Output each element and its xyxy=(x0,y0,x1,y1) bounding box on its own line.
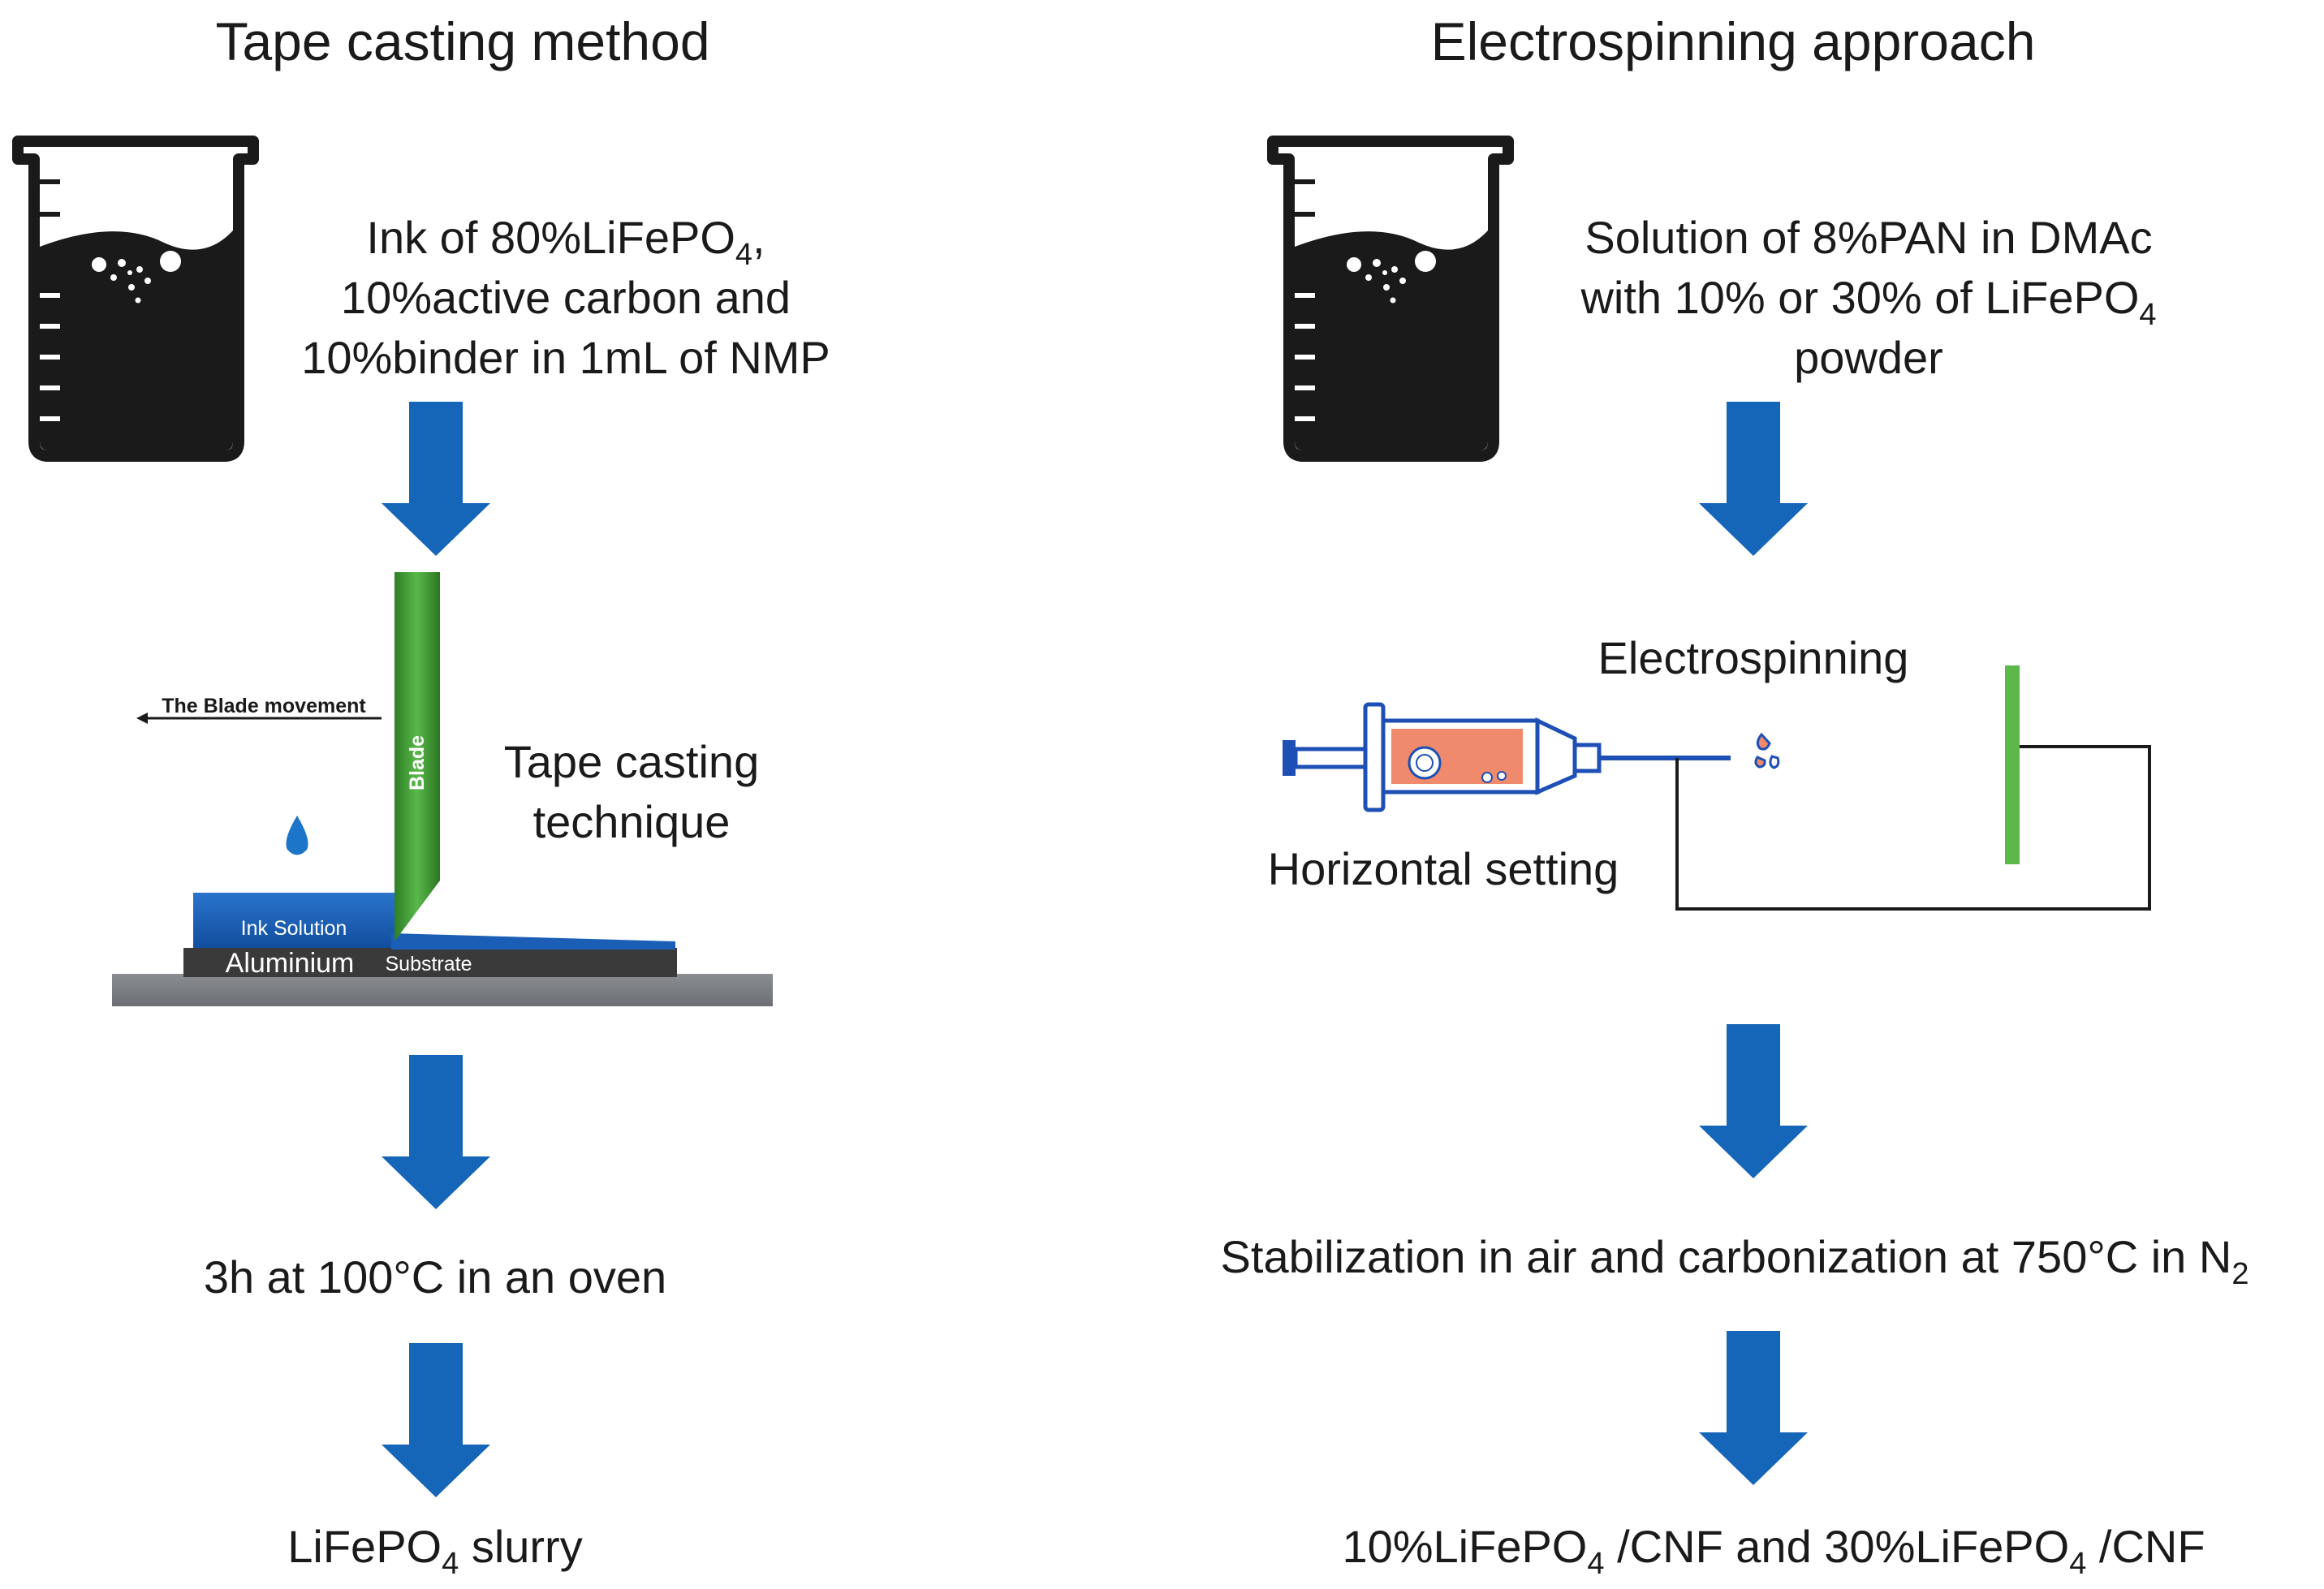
left-result: LiFePO4 slurry xyxy=(287,1521,582,1581)
ink-drop-icon xyxy=(286,816,308,855)
right-title: Electrospinning approach xyxy=(1431,11,2036,71)
left-arrow-1 xyxy=(382,402,490,556)
horizontal-setting-label: Horizontal setting xyxy=(1268,843,1619,894)
blade-movement-label: The Blade movement xyxy=(162,695,366,717)
blade-label: Blade xyxy=(406,735,429,790)
tape-casting-illustration: Blade The Blade movement Ink Solution Al… xyxy=(112,572,773,1006)
base-plate xyxy=(112,974,773,1006)
left-ink-line3: 10%binder in 1mL of NMP xyxy=(301,332,830,383)
right-arrow-1 xyxy=(1699,402,1808,556)
aluminium-label: Aluminium xyxy=(226,948,355,979)
left-arrow-2 xyxy=(382,1055,490,1209)
ink-solution-layer xyxy=(193,893,398,948)
left-beaker-icon xyxy=(18,141,253,456)
technique-line1: Tape casting xyxy=(504,736,759,787)
right-solution-line3: powder xyxy=(1794,332,1943,383)
left-title: Tape casting method xyxy=(215,11,709,71)
circuit-wire xyxy=(1675,745,2151,911)
blade-icon xyxy=(395,572,440,941)
stabilization-step: Stabilization in air and carbonization a… xyxy=(1221,1231,2249,1291)
left-arrow-3 xyxy=(382,1343,490,1497)
right-beaker-icon xyxy=(1273,141,1508,456)
right-result: 10%LiFePO4 /CNF and 30%LiFePO4 /CNF xyxy=(1342,1521,2205,1581)
right-arrow-2 xyxy=(1699,1024,1808,1178)
cast-film xyxy=(391,933,675,950)
left-ink-line1: Ink of 80%LiFePO4, xyxy=(366,212,765,272)
blade-movement-arrowhead xyxy=(136,713,148,724)
right-solution-line2: with 10% or 30% of LiFePO4 xyxy=(1580,272,2156,332)
spray-droplets-icon xyxy=(1754,732,1780,769)
right-arrow-3 xyxy=(1699,1331,1808,1485)
syringe-icon xyxy=(1283,702,1731,812)
aluminium-substrate xyxy=(183,948,677,977)
left-ink-line2: 10%active carbon and xyxy=(341,272,791,323)
oven-step: 3h at 100°C in an oven xyxy=(204,1251,666,1303)
technique-line2: technique xyxy=(533,796,731,847)
electrospinning-label: Electrospinning xyxy=(1598,632,1909,683)
ink-solution-label: Ink Solution xyxy=(241,917,347,940)
substrate-label: Substrate xyxy=(385,953,472,975)
collector-plate xyxy=(2005,665,2020,864)
right-solution-line1: Solution of 8%PAN in DMAc xyxy=(1585,212,2152,263)
